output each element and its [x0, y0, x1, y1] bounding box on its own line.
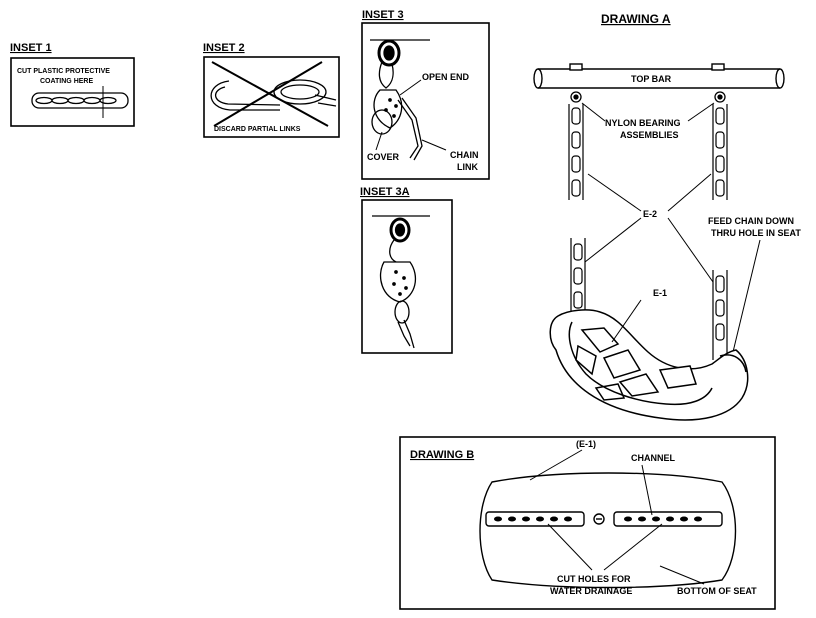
- e1-leader-line: [611, 299, 642, 343]
- upper-chains: [568, 104, 728, 200]
- cut-holes-label-line1: CUT HOLES FOR: [557, 574, 631, 584]
- top-bar-label: TOP BAR: [631, 74, 672, 84]
- coated-chain-drawing: [31, 86, 129, 118]
- closed-link-drawing: [372, 215, 430, 349]
- inset-2-title: INSET 2: [203, 42, 245, 54]
- channel-leader: [641, 464, 653, 516]
- drawing-b-title: DRAWING B: [410, 449, 474, 461]
- drawing-b: DRAWING B (E-1) CHANNEL: [399, 436, 776, 610]
- drawing-b-e1-label: (E-1): [576, 439, 596, 449]
- partial-links-drawing: [210, 61, 337, 127]
- lower-chains: [570, 238, 728, 360]
- inset-1-frame: [10, 57, 135, 127]
- inset-2: INSET 2 DISCARD PARTIAL LINKS: [203, 42, 340, 138]
- drawing-a-title: DRAWING A: [601, 12, 671, 26]
- cut-holes-label-line2: WATER DRAINAGE: [550, 586, 632, 596]
- drawing-a: DRAWING A TOP BAR NYLON BEARING ASSEMBLI…: [533, 12, 801, 421]
- swing-seat: [549, 309, 749, 421]
- feed-label-line1: FEED CHAIN DOWN: [708, 216, 794, 226]
- inset-2-frame: [203, 56, 340, 138]
- chain-link-label-line2: LINK: [457, 162, 478, 172]
- e2-leader-lines: [584, 173, 714, 283]
- feed-leader-line: [732, 239, 761, 353]
- inset-3a-frame: [361, 199, 453, 354]
- e1-label: E-1: [653, 288, 667, 298]
- chain-link-label-line1: CHAIN: [450, 150, 479, 160]
- drawing-b-e1-leader: [529, 449, 583, 481]
- inset-3-frame: [361, 22, 490, 180]
- inset-3a: INSET 3A: [360, 186, 453, 354]
- bottom-of-seat-label: BOTTOM OF SEAT: [677, 586, 757, 596]
- feed-label-line2: THRU HOLE IN SEAT: [711, 228, 801, 238]
- drainage-leader-lines: [547, 523, 705, 585]
- inset-1-title: INSET 1: [10, 42, 52, 54]
- drawing-b-frame: [399, 436, 776, 610]
- inset-2-caption: DISCARD PARTIAL LINKS: [214, 126, 301, 133]
- cover-label: COVER: [367, 152, 400, 162]
- nylon-label-line2: ASSEMBLIES: [620, 130, 679, 140]
- top-bar: [533, 63, 785, 89]
- inset-3: INSET 3 OPEN END COVER CHAIN LINK: [361, 9, 490, 180]
- channel-label: CHANNEL: [631, 453, 676, 463]
- open-end-label: OPEN END: [422, 72, 470, 82]
- inset-3a-title: INSET 3A: [360, 186, 410, 198]
- e2-label: E-2: [643, 209, 657, 219]
- open-link-drawing: [370, 39, 447, 161]
- inset-3-title: INSET 3: [362, 9, 404, 21]
- bearing-assemblies: [570, 91, 726, 122]
- seat-bottom-view: [479, 472, 737, 589]
- nylon-label-line1: NYLON BEARING: [605, 118, 681, 128]
- drainage-hole-markers: [494, 516, 702, 522]
- inset-1-caption-line1: CUT PLASTIC PROTECTIVE: [17, 68, 110, 75]
- inset-1: INSET 1 CUT PLASTIC PROTECTIVE COATING H…: [10, 42, 135, 127]
- inset-1-caption-line2: COATING HERE: [40, 78, 93, 85]
